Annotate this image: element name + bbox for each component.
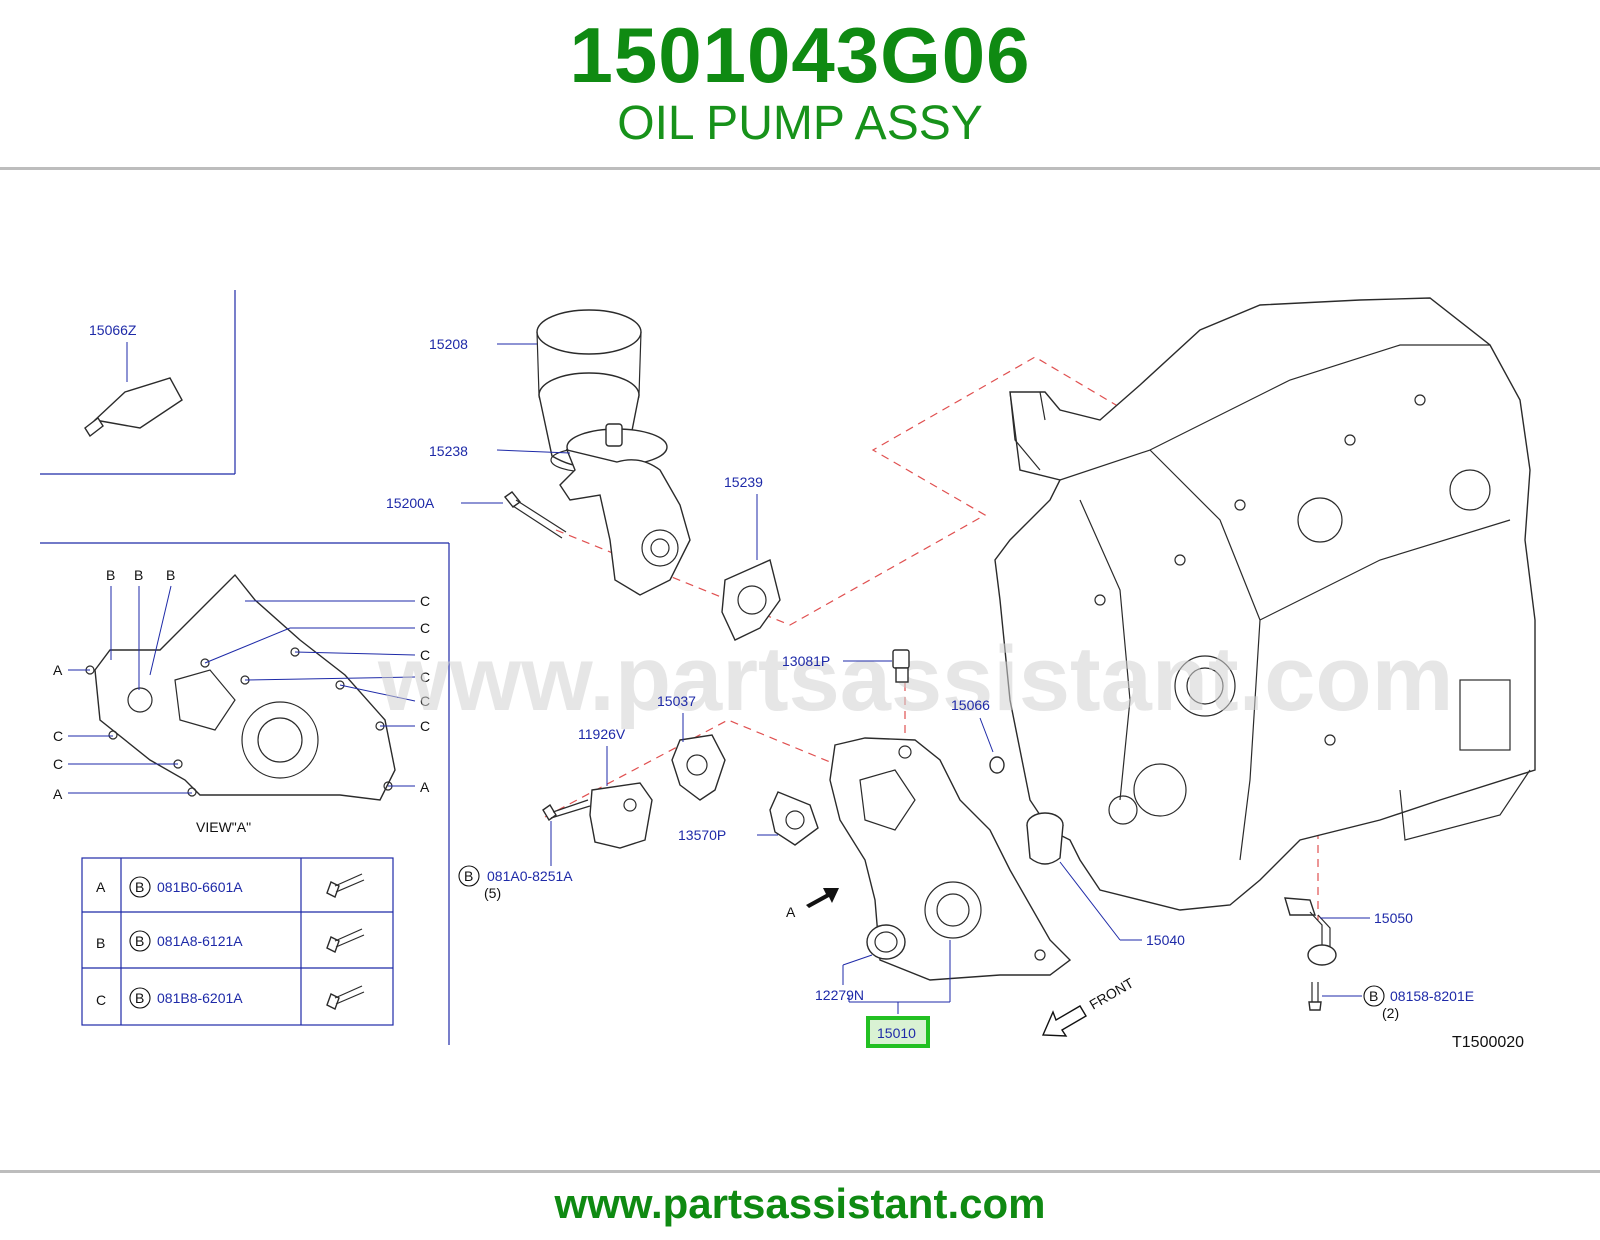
oil-filter-bracket-icon [559, 423, 691, 596]
callout-081A0-8251A[interactable]: 081A0-8251A [487, 868, 573, 884]
highlight-box [866, 1016, 930, 1048]
bolt-part-b[interactable]: 081A8-6121A [157, 933, 243, 949]
callout-12279N[interactable]: 12279N [815, 987, 864, 1003]
view-letter-b3: B [166, 567, 175, 583]
bolt-table: A B 081B0-6601A B B 081A8-6121A C B 081B… [81, 857, 394, 1026]
view-caption: VIEW"A" [196, 819, 251, 835]
callout-15010[interactable]: 15010 [877, 1025, 916, 1041]
view-letter-c5: C [420, 647, 430, 663]
view-letter-c4: C [420, 620, 430, 636]
gasket-15037-icon [671, 734, 726, 801]
bolt-prefix-c: B [135, 990, 144, 1006]
bolt-part-c[interactable]: 081B8-6201A [157, 990, 243, 1006]
view-letter-b1: B [106, 567, 115, 583]
callout-13570P[interactable]: 13570P [678, 827, 726, 843]
callout-081A0-prefix: B [464, 868, 473, 884]
callout-11926V[interactable]: 11926V [578, 726, 626, 742]
gasket-13570P-icon [769, 791, 819, 846]
bolt-prefix-a: B [135, 879, 144, 895]
view-a-box: B B B A C C A C C C C C C A VIEW"A" [40, 542, 450, 1045]
sensor-icon [589, 782, 653, 849]
callout-081A0-qty: (5) [484, 885, 501, 901]
callout-08158-prefix: B [1369, 988, 1378, 1004]
callout-15050[interactable]: 15050 [1374, 910, 1413, 926]
flange-bolt-icon [326, 873, 365, 898]
gasket-icon [721, 559, 781, 641]
bolt-key-c: C [96, 992, 106, 1008]
callout-15066[interactable]: 15066 [951, 697, 990, 713]
flange-bolt-icon [326, 985, 365, 1010]
front-cover-view-icon [85, 573, 396, 801]
arrow-right-icon [806, 888, 839, 908]
callout-15208[interactable]: 15208 [429, 336, 468, 352]
view-letter-a2: A [53, 786, 63, 802]
oil-pump-cover-icon [829, 737, 1072, 981]
callout-08158-8201E[interactable]: 08158-8201E [1390, 988, 1474, 1004]
bolt-key-a: A [96, 879, 106, 895]
callout-15239[interactable]: 15239 [724, 474, 763, 490]
callout-15037[interactable]: 15037 [657, 693, 696, 709]
view-letter-c1: C [53, 728, 63, 744]
front-seal-icon [866, 924, 906, 960]
footer-url[interactable]: www.partsassistant.com [554, 1180, 1046, 1227]
callout-15200A[interactable]: 15200A [386, 495, 435, 511]
view-arrow-label: A [786, 904, 796, 920]
part-number: 1501043G06 [569, 11, 1031, 99]
view-letter-c3: C [420, 593, 430, 609]
strainer-bolt-icon [1308, 982, 1322, 1011]
header-divider [0, 167, 1600, 170]
header: 1501043G06 OIL PUMP ASSY [0, 0, 1600, 168]
sealant-box: 15066Z [40, 290, 236, 475]
view-letter-a3: A [420, 779, 430, 795]
sealant-tube-icon [84, 377, 183, 438]
footer-divider [0, 1170, 1600, 1173]
diagram-code: T1500020 [1452, 1034, 1524, 1051]
view-letter-c8: C [420, 718, 430, 734]
callout-15040[interactable]: 15040 [1146, 932, 1185, 948]
parts-diagram: 15066Z B B B [40, 290, 1536, 1051]
o-ring-icon [989, 756, 1005, 774]
engine-block-icon [994, 297, 1536, 911]
front-label: FRONT [1087, 974, 1137, 1012]
bolt-icon [503, 491, 567, 539]
flange-bolt-icon [326, 928, 365, 953]
callout-15066Z[interactable]: 15066Z [89, 322, 137, 338]
oil-strainer-icon [1284, 897, 1337, 966]
callout-13081P[interactable]: 13081P [782, 653, 830, 669]
callout-08158-qty: (2) [1382, 1005, 1399, 1021]
view-letter-c6: C [420, 669, 430, 685]
view-letter-c7: C [420, 693, 430, 709]
view-letter-a1: A [53, 662, 63, 678]
view-letter-b2: B [134, 567, 143, 583]
front-arrow-icon [1041, 1005, 1087, 1037]
bolt-part-a[interactable]: 081B0-6601A [157, 879, 243, 895]
sensor-bolt-icon [542, 799, 591, 822]
view-letter-c2: C [53, 756, 63, 772]
part-name: OIL PUMP ASSY [617, 97, 983, 150]
bolt-prefix-b: B [135, 933, 144, 949]
plug-icon [892, 649, 910, 683]
watermark: www.partsassistant.com [377, 628, 1453, 730]
bolt-key-b: B [96, 935, 105, 951]
callout-15238[interactable]: 15238 [429, 443, 468, 459]
spacer-icon [1026, 812, 1064, 865]
